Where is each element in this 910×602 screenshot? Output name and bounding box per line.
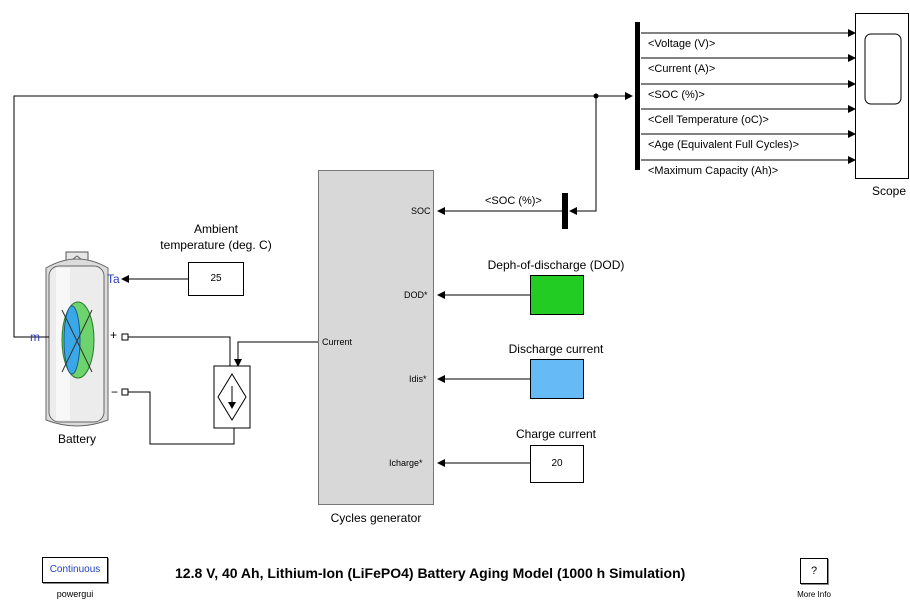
more-info-label: More Info <box>797 590 831 599</box>
battery-label: Battery <box>57 432 97 446</box>
signal-label-age: <Age (Equivalent Full Cycles)> <box>648 139 800 151</box>
soc-feedback-label: <SOC (%)> <box>485 195 542 207</box>
plus-connector <box>121 333 129 341</box>
plus-terminal-line <box>126 336 231 366</box>
charge-label: Charge current <box>515 427 597 441</box>
soc-branch-line <box>569 96 597 215</box>
bus-selector-bar <box>635 22 640 170</box>
minus-connector <box>121 388 129 396</box>
ambient-constant-block[interactable]: 25 <box>188 262 244 296</box>
powergui-label: powergui <box>56 589 94 599</box>
scope-label: Scope <box>872 184 907 198</box>
cycles-generator-block[interactable] <box>318 170 434 505</box>
cycles-generator-label: Cycles generator <box>330 511 422 525</box>
port-dod: DOD* <box>404 290 428 300</box>
ambient-label-line1: Ambient <box>193 222 239 236</box>
scope-block[interactable] <box>855 13 909 179</box>
battery-port-minus: − <box>111 385 119 399</box>
discharge-label: Discharge current <box>508 342 604 356</box>
minus-terminal-line <box>126 391 235 445</box>
soc-selector-bar <box>562 193 568 229</box>
signal-label-temperature: <Cell Temperature (oC)> <box>648 114 769 126</box>
powergui-block[interactable]: Continuous <box>42 557 108 583</box>
battery-port-m: m <box>30 330 40 344</box>
signal-label-capacity: <Maximum Capacity (Ah)> <box>648 165 779 177</box>
discharge-block[interactable] <box>530 359 584 399</box>
charge-value: 20 <box>551 458 563 469</box>
more-info-button[interactable]: ? <box>800 558 828 584</box>
port-current: Current <box>322 337 353 347</box>
scope-screen <box>864 33 902 105</box>
battery-block[interactable] <box>44 250 112 430</box>
battery-port-plus: + <box>110 328 118 342</box>
battery-port-ta: Ta <box>107 272 120 286</box>
current-source-icon <box>213 365 251 429</box>
current-control-line <box>234 341 318 367</box>
help-icon: ? <box>810 565 818 577</box>
battery-icon <box>40 251 109 427</box>
signal-label-voltage: <Voltage (V)> <box>648 38 716 50</box>
signal-label-soc: <SOC (%)> <box>648 89 705 101</box>
controlled-current-source[interactable] <box>214 366 250 428</box>
powergui-button-label: Continuous <box>49 564 101 575</box>
branch-dot <box>593 93 599 99</box>
port-idis: Idis* <box>409 374 427 384</box>
battery-m-line <box>13 92 633 338</box>
port-soc: SOC <box>411 206 431 216</box>
dod-label: Deph-of-discharge (DOD) <box>487 258 625 272</box>
dod-block[interactable] <box>530 275 584 315</box>
model-title: 12.8 V, 40 Ah, Lithium-Ion (LiFePO4) Bat… <box>175 565 686 581</box>
charge-constant-block[interactable]: 20 <box>530 445 584 483</box>
ambient-label-line2: temperature (deg. C) <box>160 238 272 252</box>
ambient-value: 25 <box>210 273 222 284</box>
port-icharge: Icharge* <box>389 458 423 468</box>
signal-label-current: <Current (A)> <box>648 63 716 75</box>
